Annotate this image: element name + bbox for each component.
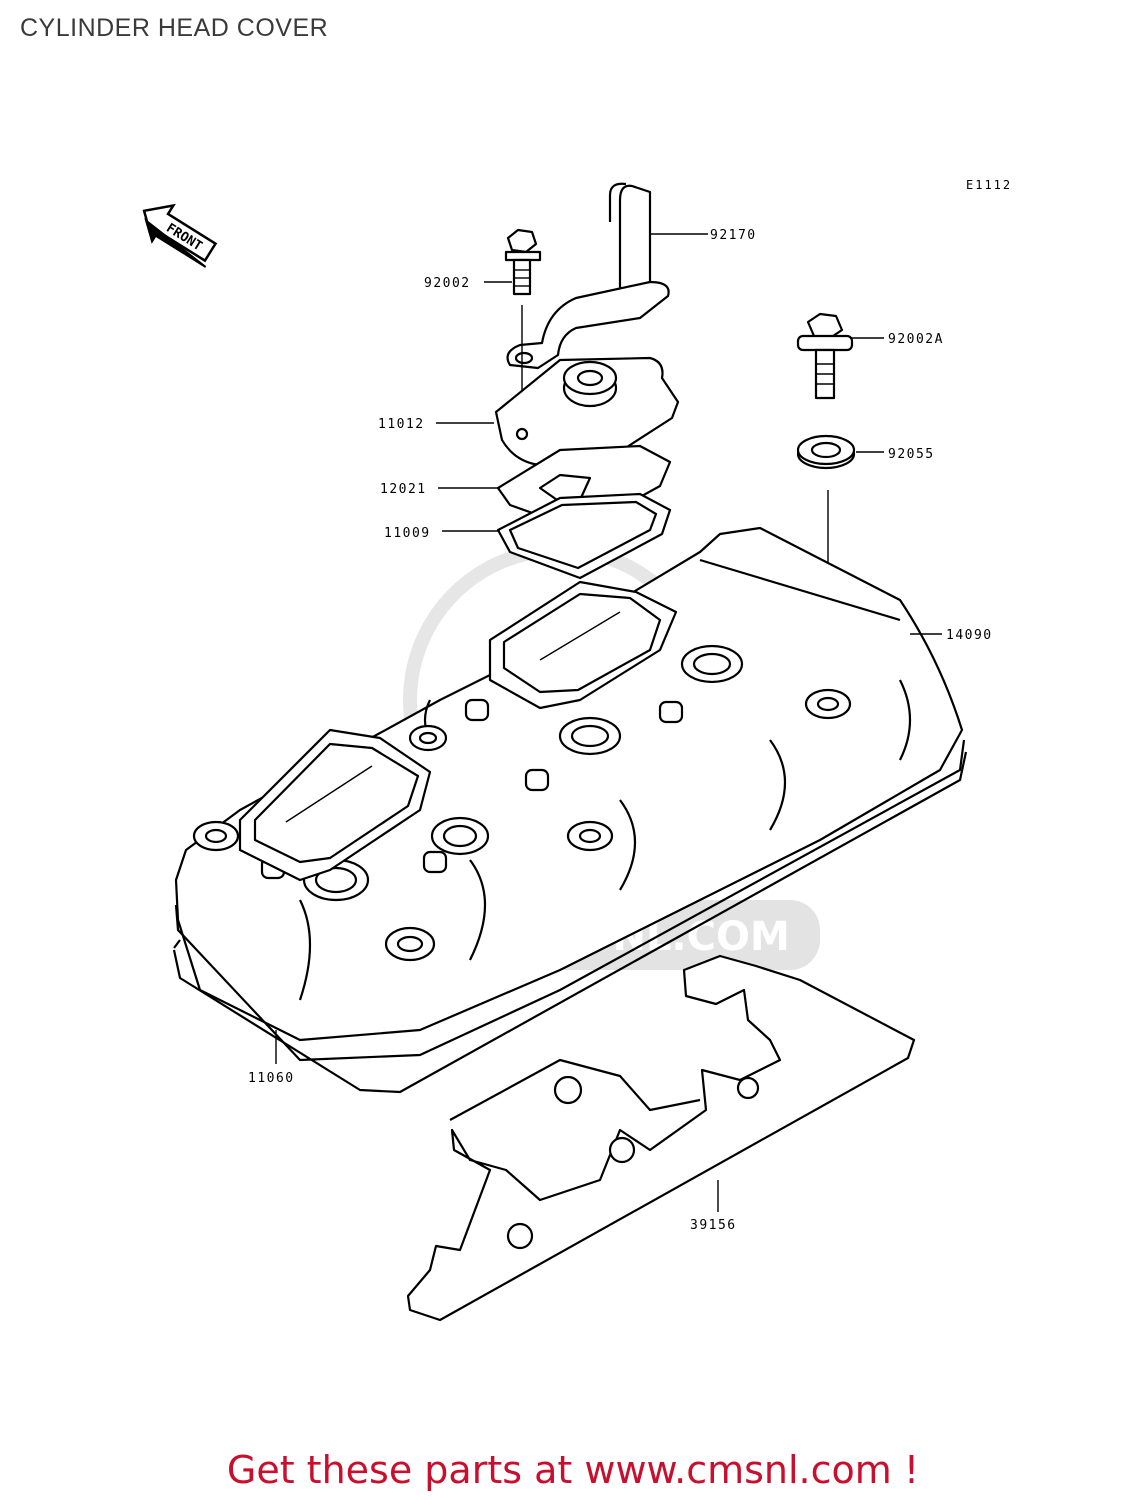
label-14090: 14090 bbox=[946, 628, 993, 643]
page-title: CYLINDER HEAD COVER bbox=[20, 14, 329, 42]
leader-lines bbox=[275, 233, 942, 1212]
label-11012: 11012 bbox=[378, 417, 425, 432]
label-39156: 39156 bbox=[690, 1218, 737, 1233]
label-11060: 11060 bbox=[248, 1071, 295, 1086]
label-92055: 92055 bbox=[888, 447, 935, 462]
part-11009-gasket bbox=[496, 492, 672, 580]
label-12021: 12021 bbox=[380, 482, 427, 497]
part-14090-head-cover bbox=[174, 526, 966, 1062]
part-39156-plate bbox=[406, 954, 916, 1322]
part-92002-bolt bbox=[504, 228, 542, 420]
label-11009: 11009 bbox=[384, 526, 431, 541]
part-92002a-bolt bbox=[796, 312, 854, 400]
label-92002a: 92002A bbox=[888, 332, 944, 347]
front-arrow-icon: FRONT bbox=[142, 203, 218, 268]
label-92170: 92170 bbox=[710, 228, 757, 243]
footer-link[interactable]: Get these parts at www.cmsnl.com ! bbox=[226, 1448, 920, 1492]
part-11012-cap bbox=[494, 356, 680, 467]
diagram-code: E1112 bbox=[966, 178, 1013, 192]
part-11060-gasket bbox=[172, 751, 968, 1094]
part-92170-clamp bbox=[506, 182, 670, 370]
label-92002: 92002 bbox=[424, 276, 471, 291]
part-92055-grommet bbox=[796, 434, 856, 700]
